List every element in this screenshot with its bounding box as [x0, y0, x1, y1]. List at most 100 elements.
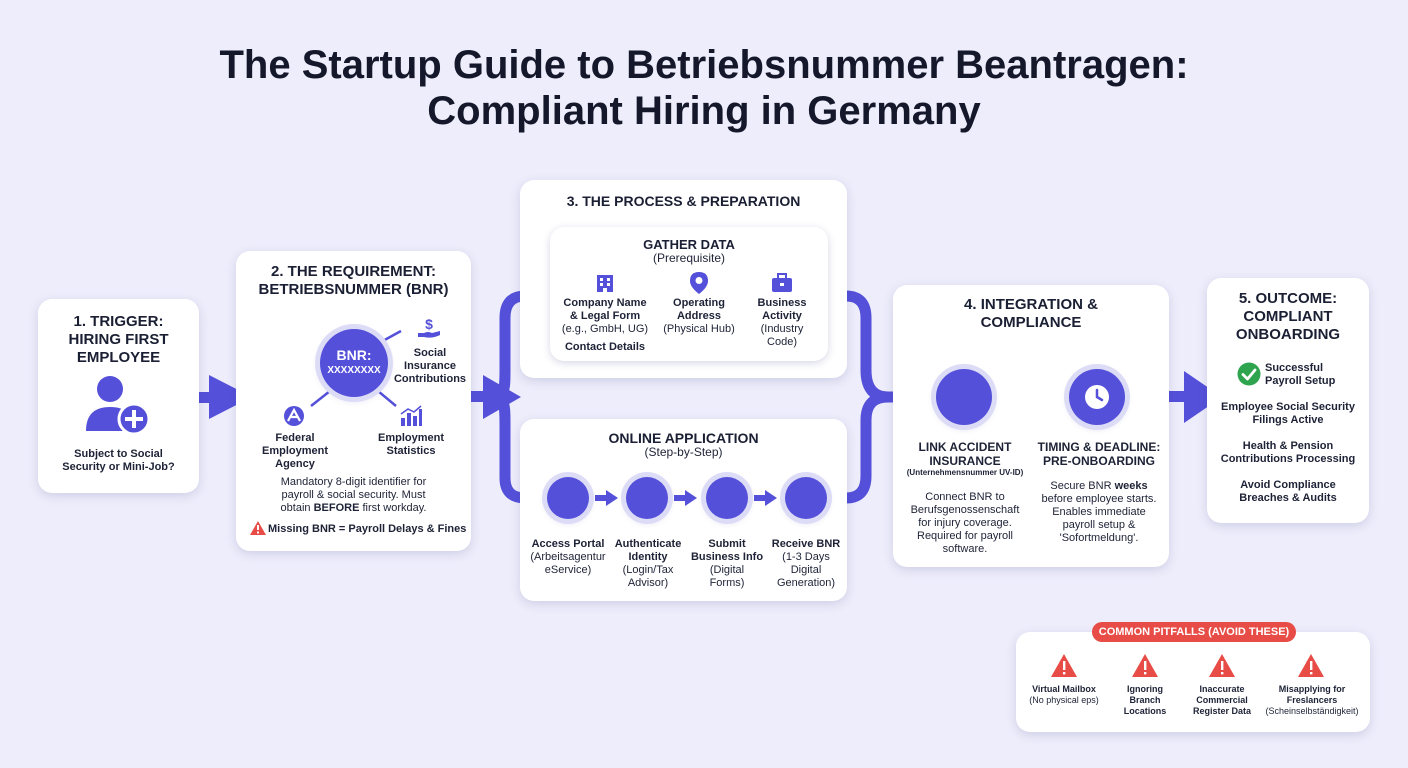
avoid-line2: Breaches & Audits	[1239, 492, 1337, 504]
online-step-3-sub1: (Digital	[709, 564, 745, 576]
online-step-3-sub2: Forms)	[709, 577, 745, 589]
pitfall-4-sub: (Scheinselbständigkeit)	[1265, 706, 1359, 716]
pitfalls-header: COMMON PITFALLS (AVOID THESE)	[1092, 622, 1296, 642]
warning-icon-3	[1209, 654, 1235, 677]
success-line2: Payroll Setup	[1265, 375, 1336, 387]
accident-desc-line5: software.	[942, 543, 988, 555]
online-title: ONLINE APPLICATION	[608, 430, 759, 446]
agency-line3: Agency	[275, 458, 315, 470]
activity-sub: (Industry Code)	[742, 323, 822, 349]
address-line1: Operating	[673, 297, 725, 309]
pitfall-2-line3: Locations	[1123, 706, 1167, 716]
online-step-4-sub1: (1-3 Days	[782, 551, 830, 563]
health-line2: Contributions Processing	[1220, 453, 1356, 465]
pitfall-1-title: Virtual Mailbox	[1032, 684, 1096, 694]
social-line2: Insurance	[404, 360, 456, 372]
step4-title-line2: COMPLIANCE	[980, 314, 1082, 331]
bnr-label: BNR:	[336, 347, 372, 363]
step2-description: Mandatory 8-digit identifier for payroll…	[236, 476, 471, 515]
step1-question-line2: Security or Mini-Job?	[62, 461, 175, 473]
add-user-icon	[86, 376, 151, 436]
step5-title-line2: COMPLIANT	[1243, 308, 1333, 325]
pitfall-2-line2: Branch	[1129, 695, 1161, 705]
merge-from-online	[840, 391, 894, 504]
accident-title-line1: LINK ACCIDENT	[918, 440, 1012, 454]
online-step-4-sub2: Digital	[790, 564, 822, 576]
employment-stats-label: Employment Statistics	[366, 432, 456, 458]
stats-line2: Statistics	[386, 445, 436, 457]
step1-title-line3: EMPLOYEE	[76, 349, 161, 366]
activity-line1: Business	[757, 297, 807, 309]
step1-title: 1. TRIGGER: HIRING FIRST EMPLOYEE	[38, 313, 199, 367]
step5-title-line1: 5. OUTCOME:	[1238, 290, 1338, 307]
online-step-1-sub1: (Arbeitsagentur	[530, 551, 606, 563]
bar-chart-icon	[400, 405, 422, 426]
timing-desc-line1: Secure BNR weeks	[1029, 480, 1169, 493]
online-step-2-title2: Identity	[628, 551, 668, 563]
accident-title: LINK ACCIDENT INSURANCE	[893, 440, 1037, 468]
filings-line2: Filings Active	[1252, 414, 1324, 426]
step5-title-line3: ONBOARDING	[1235, 326, 1341, 343]
step2-desc3-bold: BEFORE	[313, 502, 360, 514]
accident-desc-line1: Connect BNR to	[925, 491, 1005, 503]
agency-line2: Employment	[261, 445, 328, 457]
activity-sub-line1: (Industry	[760, 323, 804, 335]
step4-card: 4. INTEGRATION & COMPLIANCE LINK ACCIDEN…	[893, 285, 1169, 567]
check-circle-icon	[1237, 362, 1261, 386]
online-step-1-sub2: eService)	[544, 564, 592, 576]
timing-desc: Secure BNR weeks before employee starts.…	[1029, 480, 1169, 545]
pitfall-4-line1: Misapplying for	[1278, 684, 1346, 694]
pitfall-3-line1: Inaccurate	[1199, 684, 1245, 694]
timing-desc-line3: Enables immediate	[1052, 506, 1146, 518]
filings-line1: Employee Social Security	[1221, 401, 1355, 413]
page-title: The Startup Guide to Betriebsnummer Bean…	[0, 42, 1408, 134]
address-line2: Address	[676, 310, 722, 322]
company-line2: & Legal Form	[569, 310, 641, 322]
outcome-avoid: Avoid Compliance Breaches & Audits	[1207, 479, 1369, 505]
online-step-1-title: Access Portal	[531, 538, 605, 550]
online-subtitle: (Step-by-Step)	[644, 445, 723, 459]
accident-desc-line3: for injury coverage.	[918, 517, 1012, 529]
online-step-3-label: Submit Business Info (Digital Forms)	[683, 538, 771, 590]
briefcase-icon	[772, 273, 792, 292]
federal-agency-label: Federal Employment Agency	[250, 432, 340, 471]
step2-warning: Missing BNR = Payroll Delays & Fines	[268, 523, 467, 535]
step4-title-line1: 4. INTEGRATION &	[964, 296, 1098, 313]
location-pin-icon	[690, 272, 708, 294]
step2-desc3-post: first workday.	[359, 502, 427, 514]
arrow-step1-step2-head	[209, 375, 252, 419]
clock-icon	[1085, 385, 1109, 409]
warning-icon-2	[1132, 654, 1158, 677]
page-title-line1: The Startup Guide to Betriebsnummer Bean…	[219, 43, 1189, 87]
step1-title-line2: HIRING FIRST	[68, 331, 169, 348]
online-step-4-sub3: Generation)	[776, 577, 836, 589]
health-line1: Health & Pension	[1242, 440, 1334, 452]
money-hand-icon: $	[418, 317, 440, 338]
address-label: Operating Address	[654, 297, 744, 323]
success-line1: Successful	[1265, 362, 1324, 374]
step1-title-line1: 1. TRIGGER:	[73, 313, 164, 330]
hub-connectors	[310, 329, 402, 407]
step1-question-line1: Subject to Social	[74, 448, 163, 460]
gather-subtitle: (Prerequisite)	[652, 251, 726, 265]
warning-icon-1	[1051, 654, 1077, 677]
bnr-circle: BNR: XXXXXXXX	[320, 329, 388, 397]
activity-label: Business Activity	[742, 297, 822, 323]
online-step-4-title: Receive BNR	[771, 538, 841, 550]
warning-icon-4	[1298, 654, 1324, 677]
online-step-2-sub1: (Login/Tax	[622, 564, 674, 576]
gather-title: GATHER DATA	[643, 237, 735, 252]
online-step-2-title1: Authenticate	[614, 538, 682, 550]
step2-title-line1: 2. THE REQUIREMENT:	[270, 263, 436, 280]
warning-icon	[250, 521, 266, 535]
step2-title: 2. THE REQUIREMENT: BETRIEBSNUMMER (BNR)	[236, 263, 471, 299]
timing-desc1-bold: weeks	[1114, 480, 1148, 492]
accident-desc-line2: Berufsgenossenschaft	[910, 504, 1020, 516]
company-name-label: Company Name & Legal Form	[556, 297, 654, 323]
pitfall-4: Misapplying for Freslancers (Scheinselbs…	[1260, 684, 1364, 717]
online-step-2-sub2: Advisor)	[627, 577, 669, 589]
social-line3: Contributions	[393, 373, 467, 385]
online-application-card: ONLINE APPLICATION (Step-by-Step) Access…	[520, 419, 847, 601]
accident-desc-line4: Required for payroll	[917, 530, 1013, 542]
avoid-line1: Avoid Compliance	[1240, 479, 1336, 491]
